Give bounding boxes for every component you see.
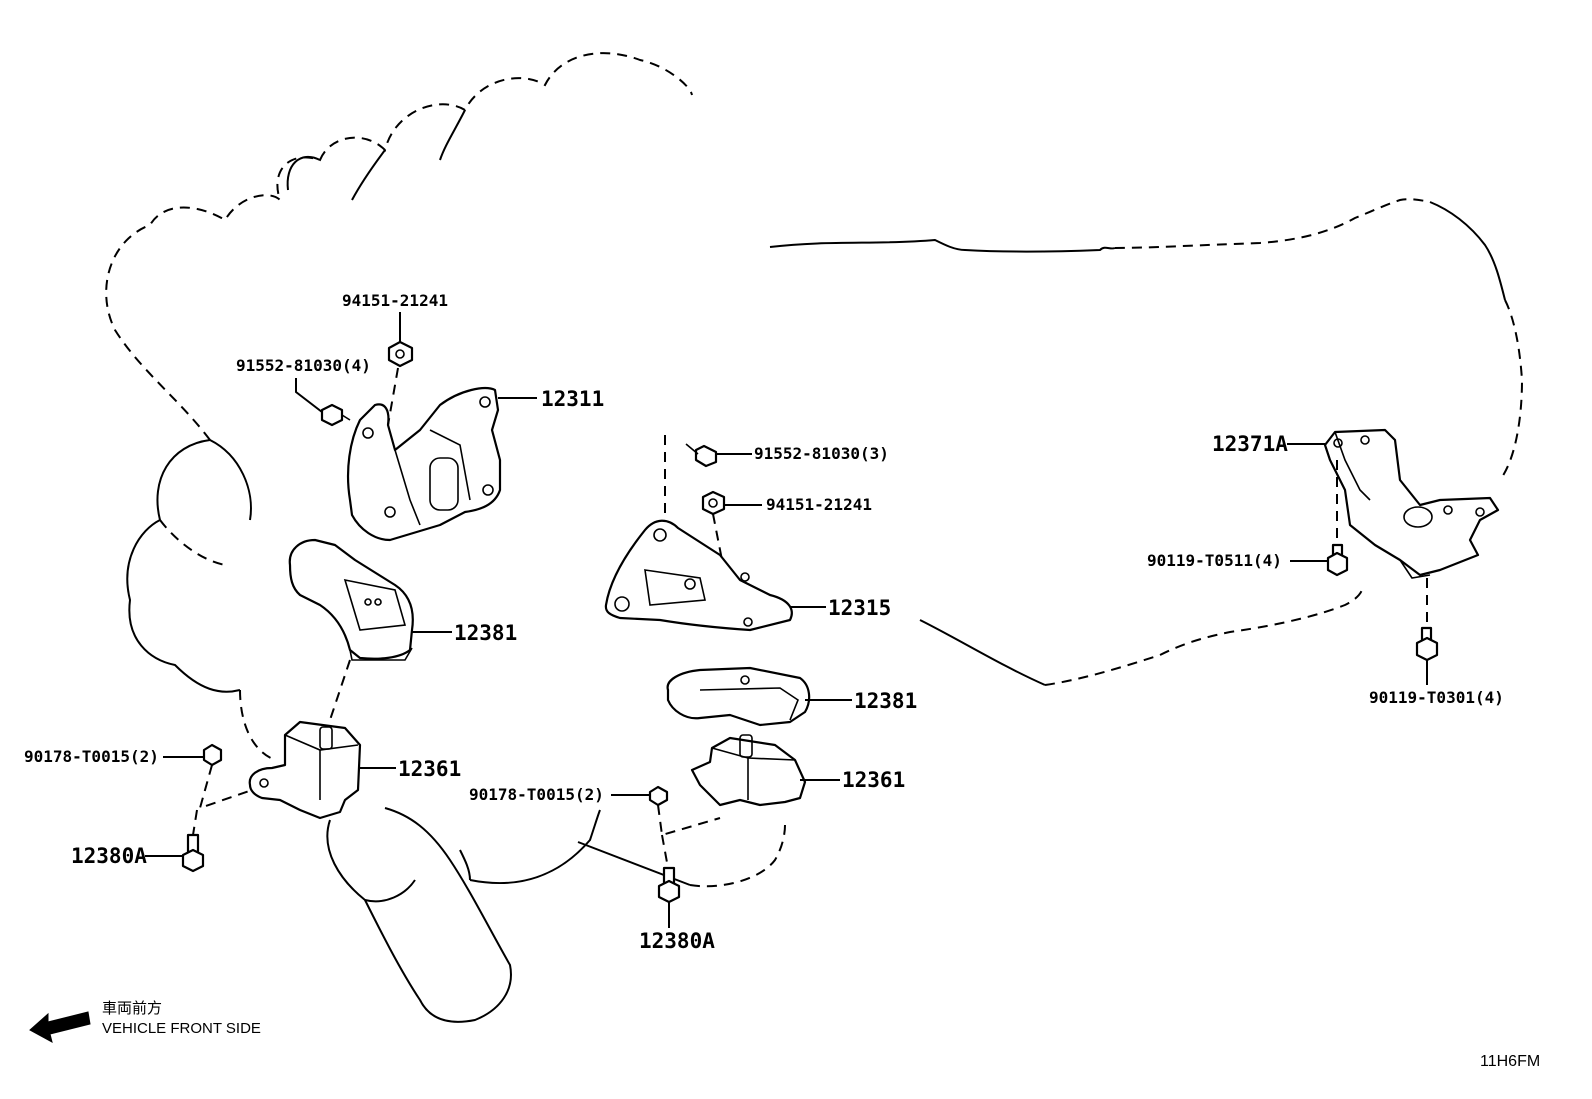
insulator-12381-left (288, 538, 414, 661)
vehicle-front-label-japanese: 車両前方 (102, 1000, 162, 1017)
callout-12361-left: 12361 (398, 757, 461, 781)
bracket-12315 (604, 519, 793, 632)
vehicle-front-indicator: 車両前方 VEHICLE FRONT SIDE (29, 1000, 261, 1043)
vehicle-front-label-english: VEHICLE FRONT SIDE (102, 1020, 261, 1037)
bolt-91552-left (320, 403, 351, 427)
callout-90119-t0301-4: 90119-T0301(4) (1369, 688, 1504, 707)
nut-94151-right (701, 490, 726, 516)
callout-12381-right: 12381 (854, 689, 917, 713)
bolt-12380a-right (657, 866, 681, 904)
leader-lines (145, 312, 1428, 928)
insulator-12381-right (666, 666, 811, 727)
callout-91552-81030-4: 91552-81030(4) (236, 356, 371, 375)
assembly-lines (192, 367, 1428, 869)
callout-12311: 12311 (541, 387, 604, 411)
callout-94151-21241-right: 94151-21241 (766, 495, 872, 514)
bolt-12380a-left (181, 833, 205, 873)
bolt-90119-t0511 (1326, 543, 1349, 577)
bracket-12311 (346, 387, 502, 542)
callout-12315: 12315 (828, 596, 891, 620)
callout-90119-t0511-4: 90119-T0511(4) (1147, 551, 1282, 570)
diagram-code: 11H6FM (1480, 1053, 1540, 1070)
nut-90178-left (202, 743, 223, 767)
bolt-91552-right (685, 443, 718, 468)
part-labels: 94151-21241 91552-81030(4) 12311 12381 9… (24, 291, 1504, 953)
callout-90178-t0015-right: 90178-T0015(2) (469, 785, 604, 804)
front-arrow-icon (29, 1011, 91, 1043)
nut-94151-left (387, 340, 414, 368)
callout-12380a-left: 12380A (71, 844, 147, 868)
callout-90178-t0015-left: 90178-T0015(2) (24, 747, 159, 766)
callout-12381-left: 12381 (454, 621, 517, 645)
callout-91552-81030-3: 91552-81030(3) (754, 444, 889, 463)
insulator-12361-left (248, 720, 362, 820)
transmission-outline (769, 198, 1524, 686)
insulator-12361-right (690, 734, 807, 807)
callout-12371a: 12371A (1212, 432, 1288, 456)
callout-12380a-right: 12380A (639, 929, 715, 953)
bolt-90119-t0301 (1415, 626, 1439, 662)
nut-90178-right (648, 785, 669, 807)
bracket-12371a (1323, 428, 1500, 579)
callout-94151-21241-left: 94151-21241 (342, 291, 448, 310)
callout-12361-right: 12361 (842, 768, 905, 792)
